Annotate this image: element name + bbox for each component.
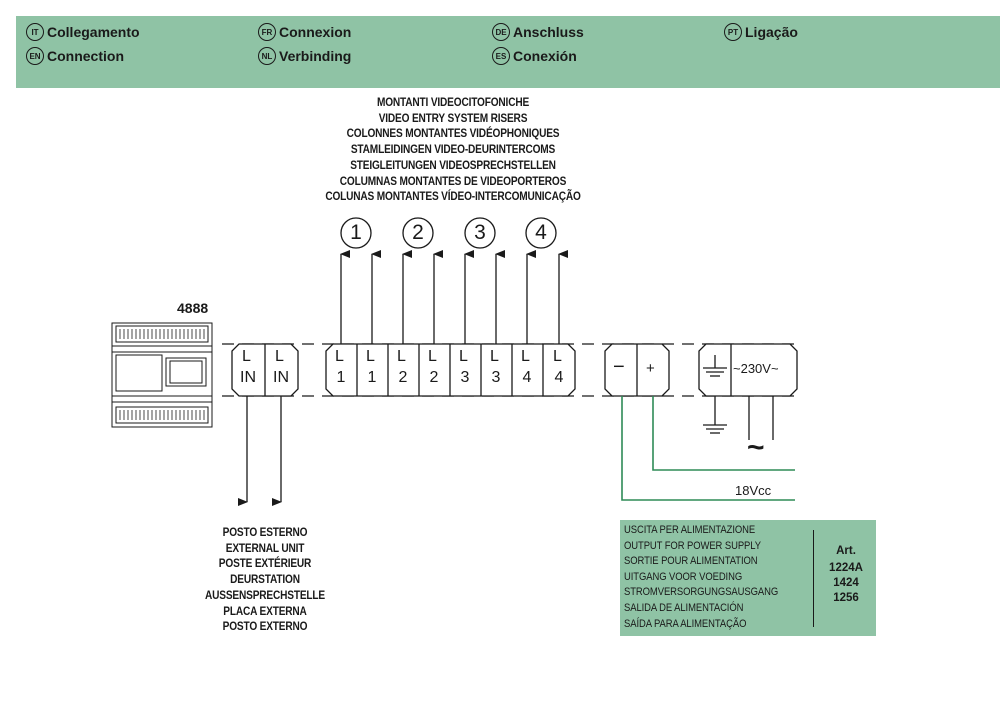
external-unit-line: DEURSTATION (230, 574, 300, 587)
external-unit-line: AUSSENSPRECHSTELLE (205, 589, 325, 602)
riser-number: 3 (474, 221, 486, 244)
output-terminal-top-letter: L (366, 348, 375, 365)
output-terminal-bottom-label: 4 (522, 369, 532, 386)
output-terminal-top-letter: L (490, 348, 499, 365)
language-code-badge: FR (258, 23, 276, 41)
language-code-badge: PT (724, 23, 742, 41)
power-supply-output-box: USCITA PER ALIMENTAZIONE OUTPUT FOR POWER… (620, 520, 876, 636)
riser-number-circle (340, 217, 372, 249)
power-minus-label: − (613, 356, 625, 378)
power-plus-label: + (646, 360, 655, 377)
language-label: Conexión (513, 48, 577, 64)
output-terminal-bottom-label: 2 (398, 369, 408, 386)
riser-arrows (340, 250, 568, 344)
risers-title-line: STAMLEIDINGEN VIDEO-DEURINTERCOMS (350, 144, 556, 157)
power-supply-line: SORTIE POUR ALIMENTATION (624, 555, 758, 568)
terminal-blocks (231, 343, 798, 397)
external-unit-line: POSTO ESTERNO (222, 527, 308, 539)
input-terminal-top-letter: L (275, 348, 284, 365)
language-code-badge: NL (258, 47, 276, 65)
power-supply-divider (813, 530, 814, 627)
riser-number-circles (340, 217, 557, 249)
input-terminal-bottom-label: IN (273, 369, 289, 386)
input-terminal-top-letter: L (242, 348, 251, 365)
power-supply-articles: Art. 1224A 1424 1256 (816, 544, 876, 606)
language-label: Connection (47, 48, 124, 64)
output-terminal-bottom-label: 3 (460, 369, 470, 386)
power-supply-line: OUTPUT FOR POWER SUPPLY (624, 539, 761, 552)
language-label: Verbinding (279, 48, 352, 64)
external-unit-line: EXTERNAL UNIT (225, 542, 305, 555)
risers-title-line: VIDEO ENTRY SYSTEM RISERS (378, 112, 528, 125)
power-supply-line: USCITA PER ALIMENTAZIONE (624, 524, 756, 536)
language-label: Collegamento (47, 24, 140, 40)
language-code-badge: IT (26, 23, 44, 41)
power-supply-lines: USCITA PER ALIMENTAZIONE OUTPUT FOR POWER… (624, 523, 778, 632)
mains-terminal-block (698, 343, 798, 397)
output-terminal-bottom-label: 4 (554, 369, 564, 386)
output-terminal-bottom-label: 1 (367, 369, 377, 386)
riser-number: 2 (412, 221, 424, 244)
language-label: Connexion (279, 24, 352, 40)
risers-title-line: COLONNES MONTANTES VIDÉOPHONIQUES (346, 128, 560, 141)
power-supply-line: STROMVERSORGUNGSAUSGANG (624, 586, 779, 599)
language-label: Ligação (745, 24, 798, 40)
external-unit-arrows (238, 396, 282, 506)
device-4888-drawing (111, 322, 213, 428)
article-number: 1224A (829, 562, 863, 574)
output-terminal-top-letter: L (459, 348, 468, 365)
risers-title: MONTANTI VIDEOCITOFONICHE VIDEO ENTRY SYS… (317, 96, 590, 206)
riser-number-circle (402, 217, 434, 249)
risers-title-line: COLUMNAS MONTANTES DE VIDEOPORTEROS (339, 175, 567, 188)
risers-title-line: STEIGLEITUNGEN VIDEOSPRECHSTELLEN (350, 159, 556, 172)
risers-title-line: MONTANTI VIDEOCITOFONICHE (376, 97, 530, 109)
mains-voltage-label: ~230V~ (733, 361, 779, 376)
risers-title-line: COLUNAS MONTANTES VÍDEO-INTERCOMUNICAÇÃO (325, 191, 581, 204)
output-terminal-bottom-label: 1 (336, 369, 346, 386)
language-label: Anschluss (513, 24, 584, 40)
dc-supply-wires (621, 396, 795, 501)
external-unit-line: PLACA EXTERNA (223, 605, 307, 618)
output-terminal-top-letter: L (397, 348, 406, 365)
external-unit-line: POSTE EXTÉRIEUR (218, 558, 312, 571)
output-terminal-top-letter: L (428, 348, 437, 365)
language-code-badge: DE (492, 23, 510, 41)
language-code-badge: ES (492, 47, 510, 65)
output-terminal-top-letter: L (335, 348, 344, 365)
riser-number-circle (525, 217, 557, 249)
output-terminal-top-letter: L (521, 348, 530, 365)
power-supply-line: SALIDA DE ALIMENTACIÓN (624, 601, 744, 614)
input-terminal-bottom-label: IN (240, 369, 256, 386)
output-terminal-bottom-label: 3 (491, 369, 501, 386)
article-number: 1256 (833, 592, 859, 604)
riser-number: 1 (350, 221, 362, 244)
output-terminal-bottom-label: 2 (429, 369, 439, 386)
article-label: Art. (836, 545, 856, 557)
riser-number-circle (464, 217, 496, 249)
mains-wires (748, 396, 774, 440)
output-terminal-top-letter: L (553, 348, 562, 365)
ground-icon (703, 355, 727, 434)
power-supply-line: SAÍDA PARA ALIMENTAÇÃO (624, 617, 747, 630)
device-model-label: 4888 (177, 300, 209, 316)
dc-voltage-label: 18Vcc (735, 483, 772, 498)
ac-symbol: ~ (747, 431, 765, 464)
article-number: 1424 (833, 577, 859, 589)
riser-number: 4 (535, 221, 547, 244)
external-unit-line: POSTO EXTERNO (222, 621, 308, 634)
external-unit-label: POSTO ESTERNO EXTERNAL UNIT POSTE EXTÉRIEU… (186, 526, 344, 636)
language-code-badge: EN (26, 47, 44, 65)
power-supply-line: UITGANG VOOR VOEDING (624, 570, 743, 583)
